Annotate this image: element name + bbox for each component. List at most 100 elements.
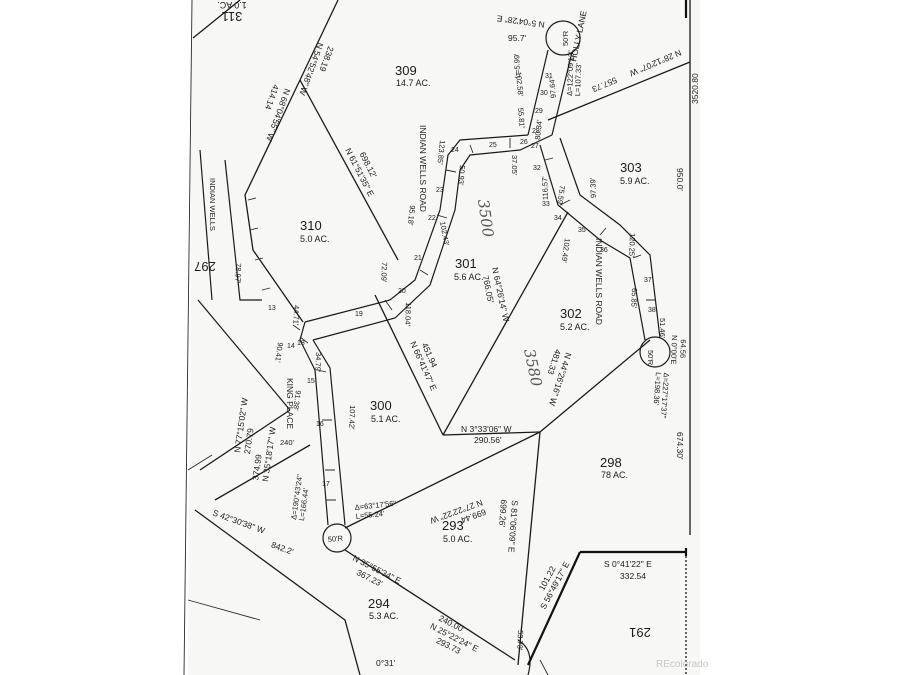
- right-curve-delta: Δ=227°17'37": [659, 372, 671, 419]
- station-29: 29: [535, 108, 543, 115]
- bearing-s0-dist: 332.54: [620, 571, 646, 581]
- station-23: 23: [436, 187, 444, 194]
- station-20: 20: [398, 288, 406, 295]
- lot-301-number: 301: [455, 256, 477, 271]
- top-curve-radius: 50'R: [561, 30, 570, 46]
- lot-310-acres: 5.0 AC.: [300, 234, 330, 244]
- lot-303-number: 303: [620, 160, 642, 175]
- station-18: 18: [297, 340, 305, 347]
- dim-51-46: 51.46': [658, 318, 667, 339]
- dim-97-39: 97.39': [588, 177, 598, 198]
- lot-311-acres: 1.0 AC.: [217, 0, 247, 10]
- dim-72-09: 72.09': [379, 262, 389, 283]
- dim-118-04: 118.04': [403, 302, 413, 327]
- lot-309-number: 309: [395, 63, 417, 78]
- station-ticks: [247, 138, 656, 501]
- dim-102-43: 102.43': [438, 221, 451, 247]
- station-35: 35: [578, 227, 586, 234]
- bearing-n3-dist: 290.56': [474, 435, 502, 445]
- lot-311-number: 311: [222, 9, 243, 24]
- dim-65-85: 65.85': [629, 288, 639, 309]
- station-26: 26: [520, 139, 528, 146]
- cul-de-sac-left: [322, 523, 352, 553]
- indian-wells-road-lower: INDIAN WELLS ROAD: [594, 238, 604, 325]
- lot-291-number: 291: [629, 625, 651, 640]
- dim-80-34: 80.34': [533, 119, 544, 141]
- dim-97-64: 97.64': [547, 77, 558, 98]
- lot-309-acres: 14.7 AC.: [396, 78, 431, 88]
- cul-de-sac-right: [639, 336, 671, 368]
- handwritten-notes: 3500 3580: [474, 198, 546, 389]
- dim-37-05: 37.05': [510, 155, 519, 176]
- lot-293-number: 293: [442, 518, 464, 533]
- curve-labels: 50'R Δ=122°09'13" L=107.33' L=5.99' 50'R…: [289, 30, 671, 544]
- station-37: 37: [644, 277, 652, 284]
- dim-123-85: 123.85': [435, 140, 447, 166]
- dim-107-42: 107.42': [347, 405, 357, 430]
- station-31: 31: [545, 73, 553, 80]
- dim-75-59: 75.59': [555, 185, 567, 207]
- bearing-n5-dist: 95.7': [508, 33, 527, 43]
- station-32: 32: [533, 165, 541, 172]
- top-curve-chord: L=5.99': [512, 53, 522, 78]
- dim-116-57: 116.57': [540, 176, 550, 201]
- dim-44-71: 44.71': [291, 305, 301, 326]
- sheet-edge-line: [183, 0, 193, 675]
- station-22: 22: [428, 215, 436, 222]
- lot-labels: 311 1.0 AC. 309 14.7 AC. 310 5.0 AC. 301…: [194, 0, 651, 640]
- station-34: 34: [554, 215, 562, 222]
- dim-91-38: 91.38': [291, 390, 303, 412]
- dim-90-41: 90.41': [273, 342, 285, 364]
- king-place-label: KING PLACE: [285, 378, 295, 429]
- bearing-n3: N 3°33'06" W: [461, 424, 512, 434]
- dim-78-97: 78.97': [233, 263, 243, 284]
- bearing-s81-dist: 699.26': [497, 499, 509, 528]
- dim-53-73: 53.73': [515, 630, 525, 651]
- station-19: 19: [355, 311, 363, 318]
- left-curve-length2: L=55.24': [355, 509, 385, 521]
- right-674: 674.30': [675, 432, 685, 460]
- dim-102-49: 102.49': [560, 238, 572, 264]
- lot-298-acres: 78 AC.: [601, 470, 628, 480]
- boundary-lines: [187, 0, 691, 675]
- station-17: 17: [322, 481, 330, 488]
- bearing-n0: N 0°00'E: [669, 335, 679, 365]
- right-curve-radius: 50'R: [646, 350, 655, 366]
- station-30: 30: [540, 90, 548, 97]
- right-950: 950.0': [675, 168, 685, 191]
- station-21: 21: [414, 255, 422, 262]
- left-curve-radius: 50'R: [327, 534, 343, 544]
- lot-293-acres: 5.0 AC.: [443, 534, 473, 544]
- lot-297-number: 297: [194, 259, 216, 274]
- dim-55-81: 55.81': [516, 107, 527, 128]
- station-28: 28: [532, 128, 540, 135]
- handwritten-3500: 3500: [474, 198, 497, 239]
- watermark: REcolorado: [656, 659, 709, 670]
- left-curve-delta2: Δ=63°17'56": [354, 499, 397, 512]
- lot-300-acres: 5.1 AC.: [371, 414, 401, 424]
- lot-303-acres: 5.9 AC.: [620, 176, 650, 186]
- station-27: 27: [531, 143, 539, 150]
- lot-302-acres: 5.2 AC.: [560, 322, 590, 332]
- station-36: 36: [600, 247, 608, 254]
- lot-294-number: 294: [368, 596, 390, 611]
- dim-240: 240': [280, 438, 295, 447]
- bearing-n35w-dist: 374.99: [250, 453, 264, 480]
- cul-de-sac-top: [545, 20, 581, 56]
- bottom-fragment: 0°31': [376, 658, 396, 668]
- bearing-s0: S 0°41'22" E: [604, 559, 652, 569]
- dim-34-79: 34.79': [313, 352, 323, 373]
- dim-120-25: 120.25': [627, 233, 637, 258]
- dim-50-93: 50.93': [456, 165, 467, 186]
- lot-300-number: 300: [370, 398, 392, 413]
- lot-294-acres: 5.3 AC.: [369, 611, 399, 621]
- dim-102-58: 102.58': [514, 71, 525, 97]
- station-25: 25: [489, 142, 497, 149]
- station-33: 33: [542, 201, 550, 208]
- lot-310-number: 310: [300, 218, 322, 233]
- station-14: 14: [287, 343, 295, 350]
- indian-wells-road-upper: INDIAN WELLS ROAD: [418, 125, 428, 212]
- lot-301-acres: 5.6 AC.: [454, 272, 484, 282]
- lot-302-number: 302: [560, 306, 582, 321]
